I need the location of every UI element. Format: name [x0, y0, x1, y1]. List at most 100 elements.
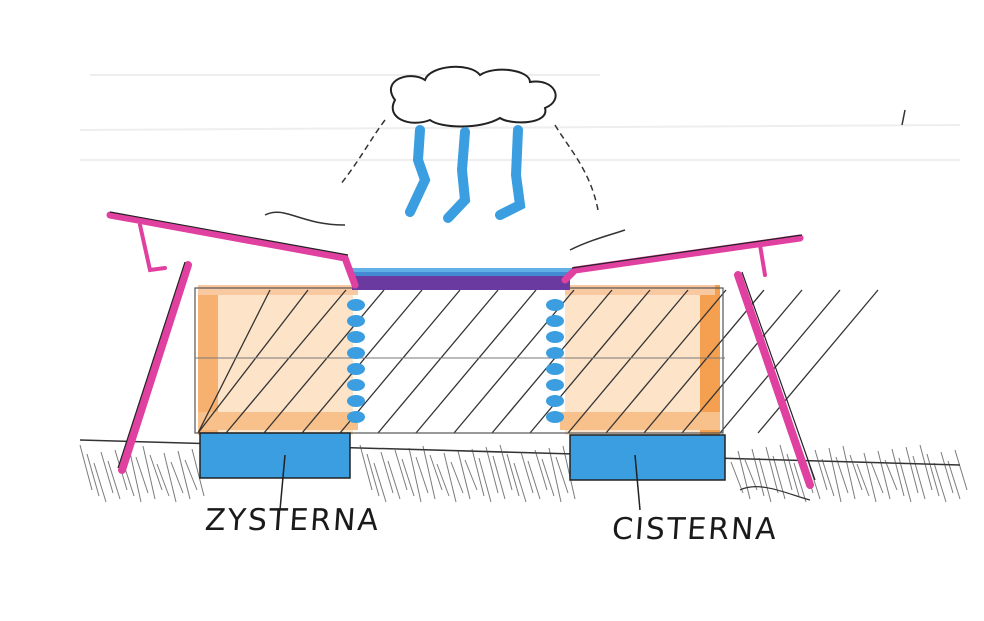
ground-hatch-stroke: [156, 463, 170, 497]
interior-hatch-stroke: [415, 289, 537, 434]
ground-hatch-stroke: [100, 451, 114, 494]
ground-hatch-stroke: [835, 456, 849, 494]
ground-hatch-strokes: [79, 444, 968, 503]
water-drop: [546, 363, 564, 375]
ground-hatch-stroke: [828, 447, 842, 503]
ground-hatch-stroke: [107, 460, 121, 500]
ground-hatch-stroke: [443, 452, 457, 503]
ground-hatch-stroke: [436, 463, 450, 497]
water-drop: [347, 363, 365, 375]
ground-hatch-stroke: [870, 461, 884, 494]
interior-hatch-stroke: [681, 289, 803, 434]
ground-hatch-stroke: [366, 453, 380, 497]
ground-hatch-stroke: [520, 451, 534, 494]
ground-hatch-stroke: [856, 463, 870, 497]
ground-hatch-stroke: [821, 458, 835, 497]
ground-hatch-stroke: [793, 462, 807, 503]
interior-hatch-stroke: [453, 289, 575, 434]
ground-hatch-stroke: [93, 462, 107, 503]
ground-hatch-stroke: [534, 449, 548, 491]
interior-hatch-stroke: [605, 289, 727, 434]
water-drop: [546, 331, 564, 343]
ground-hatch-stroke: [786, 453, 800, 497]
water-drop: [546, 299, 564, 311]
cistern-left: [199, 432, 351, 511]
ground-hatch-stroke: [478, 457, 492, 503]
ground-hatch-stroke: [912, 455, 926, 500]
ground-hatch-stroke: [513, 462, 527, 503]
roof-ink: [109, 211, 816, 481]
ground-hatch-stroke: [527, 460, 541, 500]
rain-icon: [405, 125, 526, 223]
ground-hatch-stroke: [492, 455, 506, 500]
ground-hatch-stroke: [86, 453, 100, 497]
ground-hatch-stroke: [394, 449, 408, 491]
water-drop: [546, 379, 564, 391]
ground-hatch-stroke: [191, 448, 205, 497]
ground-hatch-stroke: [373, 462, 387, 503]
interior-hatch-stroke: [197, 289, 309, 434]
ground-hatch-stroke: [387, 460, 401, 500]
interior-hatch-stroke: [491, 289, 613, 434]
ground-hatch-stroke: [359, 444, 373, 491]
ground-hatch-stroke: [877, 450, 891, 500]
cistern-right: [569, 434, 726, 511]
ground-hatch-stroke: [765, 446, 779, 494]
ground-hatch-stroke: [163, 452, 177, 503]
ground-hatch-stroke: [814, 449, 828, 491]
building-walls: [198, 285, 720, 440]
interior-hatch-stroke: [225, 289, 347, 434]
ground-hatch-stroke: [926, 453, 940, 497]
interior-hatch-stroke: [301, 289, 423, 434]
ground-hatch-stroke: [779, 444, 793, 491]
interior-hatch-stroke: [197, 289, 271, 434]
water-drop: [546, 315, 564, 327]
interior-hatch-stroke: [567, 289, 689, 434]
ground-hatch-stroke: [842, 445, 856, 500]
ground-hatch-stroke: [499, 444, 513, 491]
central-roof: [352, 272, 570, 290]
ground-hatch-stroke: [919, 444, 933, 491]
ground-hatch-stroke: [730, 461, 744, 494]
ground-hatch-stroke: [849, 454, 863, 491]
water-drop: [347, 379, 365, 391]
skylight-water: [352, 268, 572, 276]
ground-hatch-stroke: [401, 458, 415, 497]
ground-hatch-stroke: [772, 455, 786, 500]
label-left-cistern: ZYSTERNA: [203, 503, 382, 538]
ground-hatch-stroke: [758, 457, 772, 503]
ground-hatch-stroke: [506, 453, 520, 497]
water-drop: [546, 347, 564, 359]
airflow-arrows: [264, 119, 626, 251]
ground-hatch-stroke: [884, 459, 898, 491]
ground-hatch-stroke: [170, 461, 184, 494]
ground-hatch-stroke: [415, 456, 429, 494]
interior-hatch-stroke: [643, 289, 765, 434]
water-drop: [347, 331, 365, 343]
interior-hatch-stroke: [529, 289, 651, 434]
ground-hatch-stroke: [751, 448, 765, 497]
ground-hatch-stroke: [541, 458, 555, 497]
ground-hatch-stroke: [485, 446, 499, 494]
interior-hatch-stroke: [719, 289, 841, 434]
ground-hatch-stroke: [940, 451, 954, 494]
ground-hatch-stroke: [450, 461, 464, 494]
ground-hatch-stroke: [429, 454, 443, 491]
ground-hatch-stroke: [891, 448, 905, 497]
water-drop: [347, 395, 365, 407]
water-drop: [546, 411, 564, 423]
ground-hatch-stroke: [380, 451, 394, 494]
ground-hatch-stroke: [863, 452, 877, 503]
label-right-cistern: CISTERNA: [610, 512, 780, 547]
water-drop: [347, 411, 365, 423]
ground-hatch-stroke: [933, 462, 947, 503]
interior-hatch-stroke: [757, 289, 879, 434]
ground-hatch-stroke: [464, 459, 478, 491]
stray-mark: [901, 109, 906, 126]
water-drop: [347, 315, 365, 327]
ground-hatch-stroke: [422, 445, 436, 500]
interior-hatch-stroke: [339, 289, 461, 434]
ground-hatch-stroke: [177, 450, 191, 500]
